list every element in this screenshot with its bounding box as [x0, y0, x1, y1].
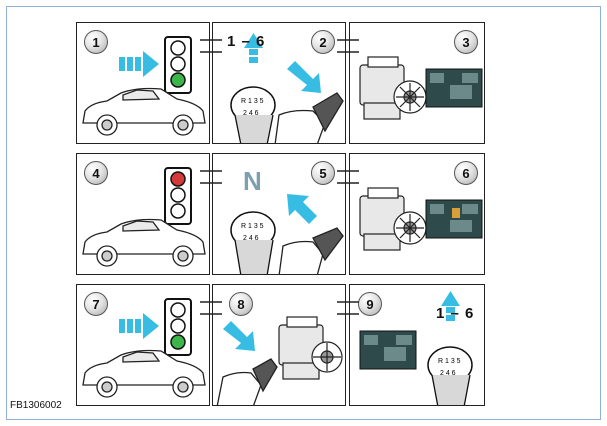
dashboard-display-icon	[425, 68, 483, 108]
gear-knob-icon: R 1 3 5 2 4 6	[230, 211, 276, 274]
gear-clutch-illustration: R 1 3 5 2 4 6	[230, 33, 344, 143]
step-5-panel: R 1 3 5 2 4 6 N 5	[212, 153, 346, 275]
step-9-panel: R 1 3 5 2 4 6 1 – 6 9	[349, 284, 485, 406]
engine-display-illustration	[359, 187, 483, 251]
step-4-panel: 4	[76, 153, 210, 275]
engine-icon	[278, 316, 343, 380]
clutch-engine-illustration	[216, 316, 343, 405]
car-icon	[82, 87, 206, 136]
arrow-icon	[119, 51, 159, 77]
step-2-panel: R 1 3 5 2 4 6 1 – 6 2	[212, 22, 346, 144]
neutral-label: N	[243, 166, 262, 196]
car-icon	[82, 349, 206, 398]
step-7-number: 7	[84, 292, 108, 316]
gear-range-label: 1 – 6	[227, 33, 266, 50]
svg-text:R 1 3 5: R 1 3 5	[438, 358, 461, 365]
foot-pedal-icon	[274, 92, 344, 143]
step-8-panel: 8	[212, 284, 346, 406]
arrow-diagonal-icon	[223, 321, 255, 351]
traffic-light-red-icon	[164, 167, 192, 225]
svg-text:2 4 6: 2 4 6	[243, 235, 259, 242]
dashboard-display-icon	[359, 330, 417, 370]
arrow-up-icon	[441, 291, 460, 321]
step-5-number: 5	[311, 161, 335, 185]
svg-text:2 4 6: 2 4 6	[243, 110, 259, 117]
step-4-number: 4	[84, 161, 108, 185]
gear-range-label: 1 – 6	[436, 305, 475, 322]
arrow-diagonal-up-icon	[287, 194, 317, 224]
car-red-light-illustration	[82, 167, 206, 267]
step-9-number: 9	[358, 292, 382, 316]
step-1-number: 1	[84, 30, 108, 54]
step-7-panel: 7	[76, 284, 210, 406]
svg-text:R 1 3 5: R 1 3 5	[241, 98, 264, 105]
gear-neutral-illustration: R 1 3 5 2 4 6	[230, 194, 344, 274]
gear-knob-icon: R 1 3 5 2 4 6	[230, 86, 276, 143]
engine-display-illustration	[359, 56, 483, 120]
step-2-number: 2	[311, 30, 335, 54]
svg-text:R 1 3 5: R 1 3 5	[241, 223, 264, 230]
gear-knob-icon: R 1 3 5 2 4 6	[427, 346, 473, 405]
step-8-number: 8	[229, 292, 253, 316]
traffic-light-green-icon	[164, 298, 192, 356]
arrow-diagonal-icon	[287, 61, 321, 93]
car-green-light-illustration	[82, 298, 206, 398]
arrow-icon	[119, 313, 159, 339]
traffic-light-green-icon	[164, 36, 192, 94]
step-1-panel: 1	[76, 22, 210, 144]
car-green-light-illustration	[82, 36, 206, 136]
car-icon	[82, 218, 206, 267]
arrow-up-icon	[244, 33, 263, 63]
engine-icon	[359, 187, 427, 251]
step-6-panel: 6	[349, 153, 485, 275]
svg-text:2 4 6: 2 4 6	[440, 370, 456, 377]
foot-pedal-icon	[278, 227, 344, 274]
dashboard-display-icon	[425, 199, 483, 239]
engine-icon	[359, 56, 427, 120]
foot-pedal-icon	[216, 358, 278, 405]
display-gear-illustration: R 1 3 5 2 4 6	[359, 291, 473, 405]
step-3-number: 3	[454, 30, 478, 54]
step-6-number: 6	[454, 161, 478, 185]
figure-code: FB1306002	[10, 400, 62, 411]
step-3-panel: 3	[349, 22, 485, 144]
